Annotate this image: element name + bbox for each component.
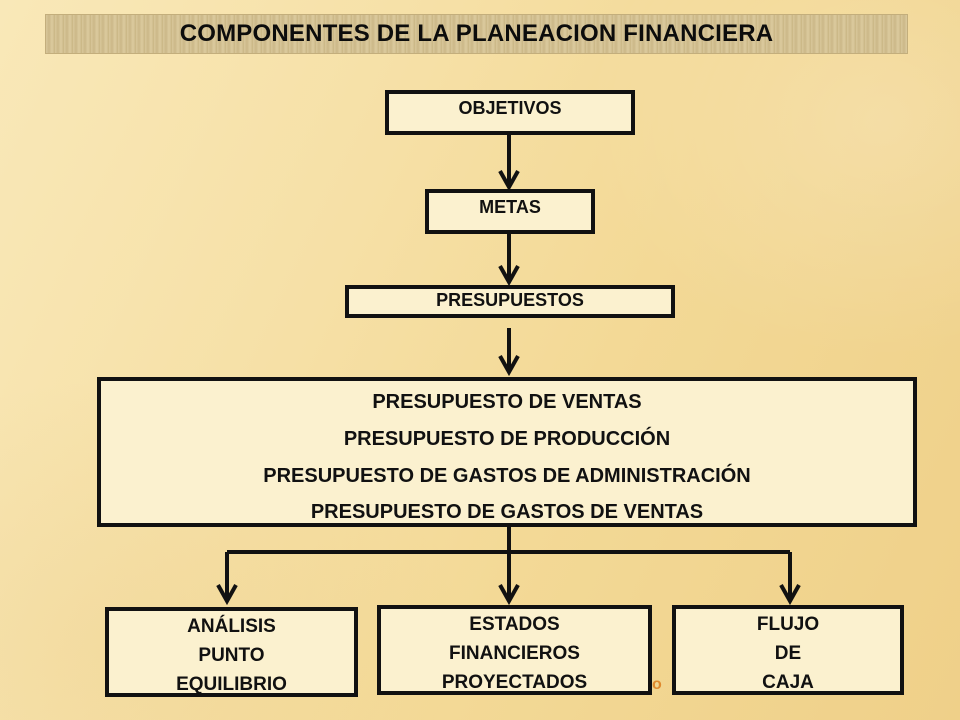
node-objetivos: OBJETIVOS [385,90,635,135]
analisis-line-1: ANÁLISIS [187,616,276,637]
node-metas: METAS [425,189,595,234]
presupuestos-list-box: PRESUPUESTO DE VENTAS PRESUPUESTO DE PRO… [97,377,917,527]
page-title: COMPONENTES DE LA PLANEACION FINANCIERA [179,20,774,47]
node-presupuestos-label: PRESUPUESTOS [436,290,584,310]
flujo-line-3: CAJA [762,672,814,693]
arrowhead-estados [498,584,520,606]
title-banner [45,14,908,54]
arrowhead-analisis [216,584,238,606]
flujo-line-1: FLUJO [756,614,820,635]
estados-line-2: FINANCIEROS [449,643,580,664]
estados-line-1: ESTADOS [469,614,560,635]
analisis-line-3: EQUILIBRIO [176,674,287,695]
list-item-ventas: PRESUPUESTO DE VENTAS [372,391,642,413]
stray-glyph: o [652,676,662,693]
arrowhead-presupuestos [498,265,520,287]
list-item-gastos-administracion: PRESUPUESTO DE GASTOS DE ADMINISTRACIÓN [263,465,751,487]
node-objetivos-label: OBJETIVOS [458,98,562,118]
list-item-gastos-ventas: PRESUPUESTO DE GASTOS DE VENTAS [310,501,704,523]
node-analisis-punto-equilibrio: ANÁLISIS PUNTO EQUILIBRIO [105,607,358,697]
arrowhead-metas [498,170,520,192]
node-flujo-de-caja: FLUJO DE CAJA [672,605,904,695]
node-estados-financieros: ESTADOS FINANCIEROS PROYECTADOS [377,605,652,695]
list-item-produccion: PRESUPUESTO DE PRODUCCIÓN [343,428,671,450]
analisis-line-2: PUNTO [198,645,265,666]
arrowhead-list [498,355,520,377]
arrowhead-flujo [779,584,801,606]
node-metas-label: METAS [479,197,541,217]
node-presupuestos: PRESUPUESTOS [345,285,675,318]
flujo-line-2: DE [774,643,802,664]
estados-line-3: PROYECTADOS [441,672,588,693]
